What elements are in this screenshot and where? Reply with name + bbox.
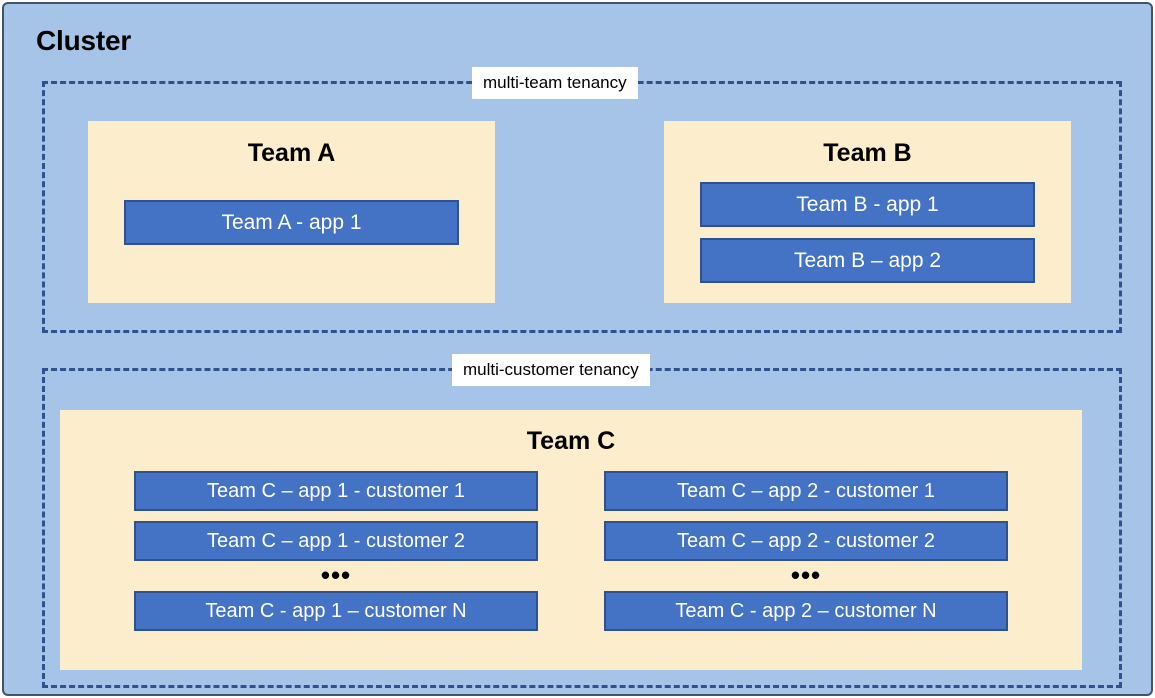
tenancy-label-multi-team: multi-team tenancy: [472, 67, 638, 99]
team-card-team-a: Team A Team A - app 1: [88, 121, 495, 303]
team-c-column-app-1: Team C – app 1 - customer 1 Team C – app…: [134, 471, 538, 631]
app-list-team-b: Team B - app 1 Team B – app 2: [700, 182, 1035, 283]
team-card-team-b: Team B Team B - app 1 Team B – app 2: [664, 121, 1071, 303]
app-box-team-c-app-1-customer-n[interactable]: Team C - app 1 – customer N: [134, 591, 538, 631]
team-title-team-b: Team B: [823, 139, 912, 167]
app-box-team-c-app-1-customer-2[interactable]: Team C – app 1 - customer 2: [134, 521, 538, 561]
ellipsis-team-c-app-1: •••: [320, 560, 352, 590]
app-box-team-b-app-2[interactable]: Team B – app 2: [700, 238, 1035, 283]
cluster-title: Cluster: [36, 25, 132, 56]
ellipsis-team-c-app-2: •••: [790, 560, 822, 590]
team-c-column-app-2: Team C – app 2 - customer 1 Team C – app…: [604, 471, 1008, 631]
team-c-app-columns: Team C – app 1 - customer 1 Team C – app…: [134, 471, 1008, 631]
team-card-team-c: Team C Team C – app 1 - customer 1 Team …: [60, 410, 1082, 670]
app-box-team-c-app-2-customer-n[interactable]: Team C - app 2 – customer N: [604, 591, 1008, 631]
app-box-team-a-app-1[interactable]: Team A - app 1: [124, 200, 459, 245]
app-box-team-c-app-2-customer-1[interactable]: Team C – app 2 - customer 1: [604, 471, 1008, 511]
app-box-team-c-app-2-customer-2[interactable]: Team C – app 2 - customer 2: [604, 521, 1008, 561]
app-list-team-a: Team A - app 1: [124, 200, 459, 245]
app-box-team-b-app-1[interactable]: Team B - app 1: [700, 182, 1035, 227]
team-title-team-c: Team C: [526, 427, 616, 455]
app-box-team-c-app-1-customer-1[interactable]: Team C – app 1 - customer 1: [134, 471, 538, 511]
team-title-team-a: Team A: [247, 139, 336, 167]
tenancy-label-multi-customer: multi-customer tenancy: [452, 354, 650, 386]
